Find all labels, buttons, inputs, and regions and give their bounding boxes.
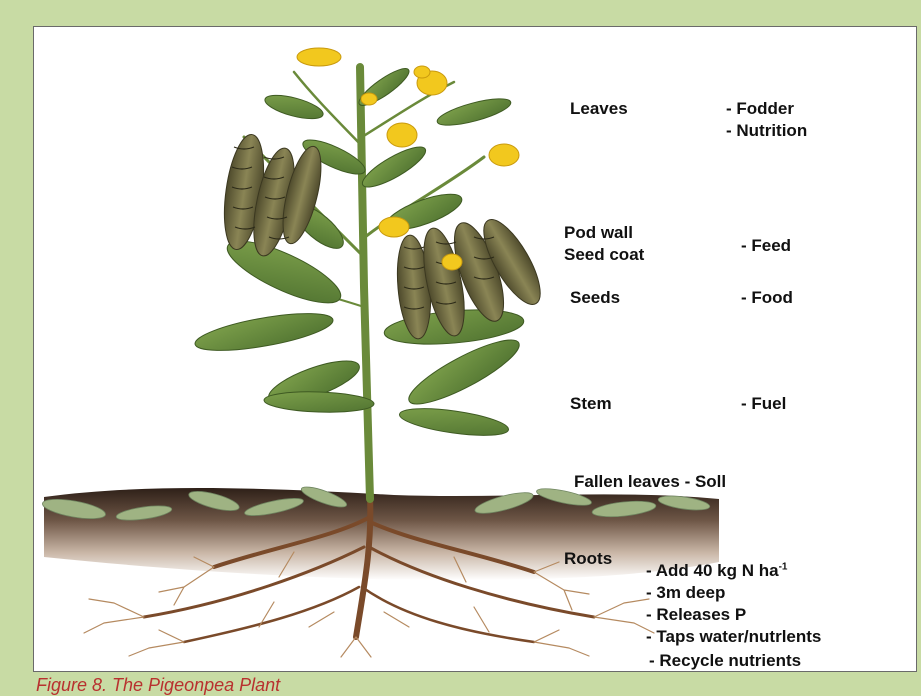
figure-frame: Leaves - Fodder - Nutrition Pod wall See… (33, 26, 917, 672)
label-stem: Stem (570, 394, 612, 414)
label-fallen-leaves: Fallen leaves - Soll (574, 472, 726, 492)
label-seed-coat: Seed coat (564, 245, 644, 265)
label-leaves-use-fodder: - Fodder (726, 99, 794, 119)
label-roots-use-nitrogen-text: - Add 40 kg N ha (646, 561, 779, 580)
label-seeds-use-food: - Food (741, 288, 793, 308)
label-roots-use-releases-p: - Releases P (646, 605, 746, 625)
label-roots: Roots (564, 549, 612, 569)
label-leaves: Leaves (570, 99, 628, 119)
label-pod-use-feed: - Feed (741, 236, 791, 256)
label-pod-wall: Pod wall (564, 223, 633, 243)
label-stem-use-fuel: - Fuel (741, 394, 786, 414)
label-leaves-use-nutrition: - Nutrition (726, 121, 807, 141)
label-seeds: Seeds (570, 288, 620, 308)
label-roots-use-nitrogen: - Add 40 kg N ha-1 (646, 561, 787, 581)
label-roots-use-recycle: - Recycle nutrients (649, 651, 801, 671)
label-roots-use-nitrogen-sup: -1 (779, 561, 788, 572)
soil (44, 488, 719, 580)
figure-caption: Figure 8. The Pigeonpea Plant (36, 675, 280, 696)
label-roots-use-depth: - 3m deep (646, 583, 725, 603)
label-roots-use-taps-water: - Taps water/nutrlents (646, 627, 821, 647)
